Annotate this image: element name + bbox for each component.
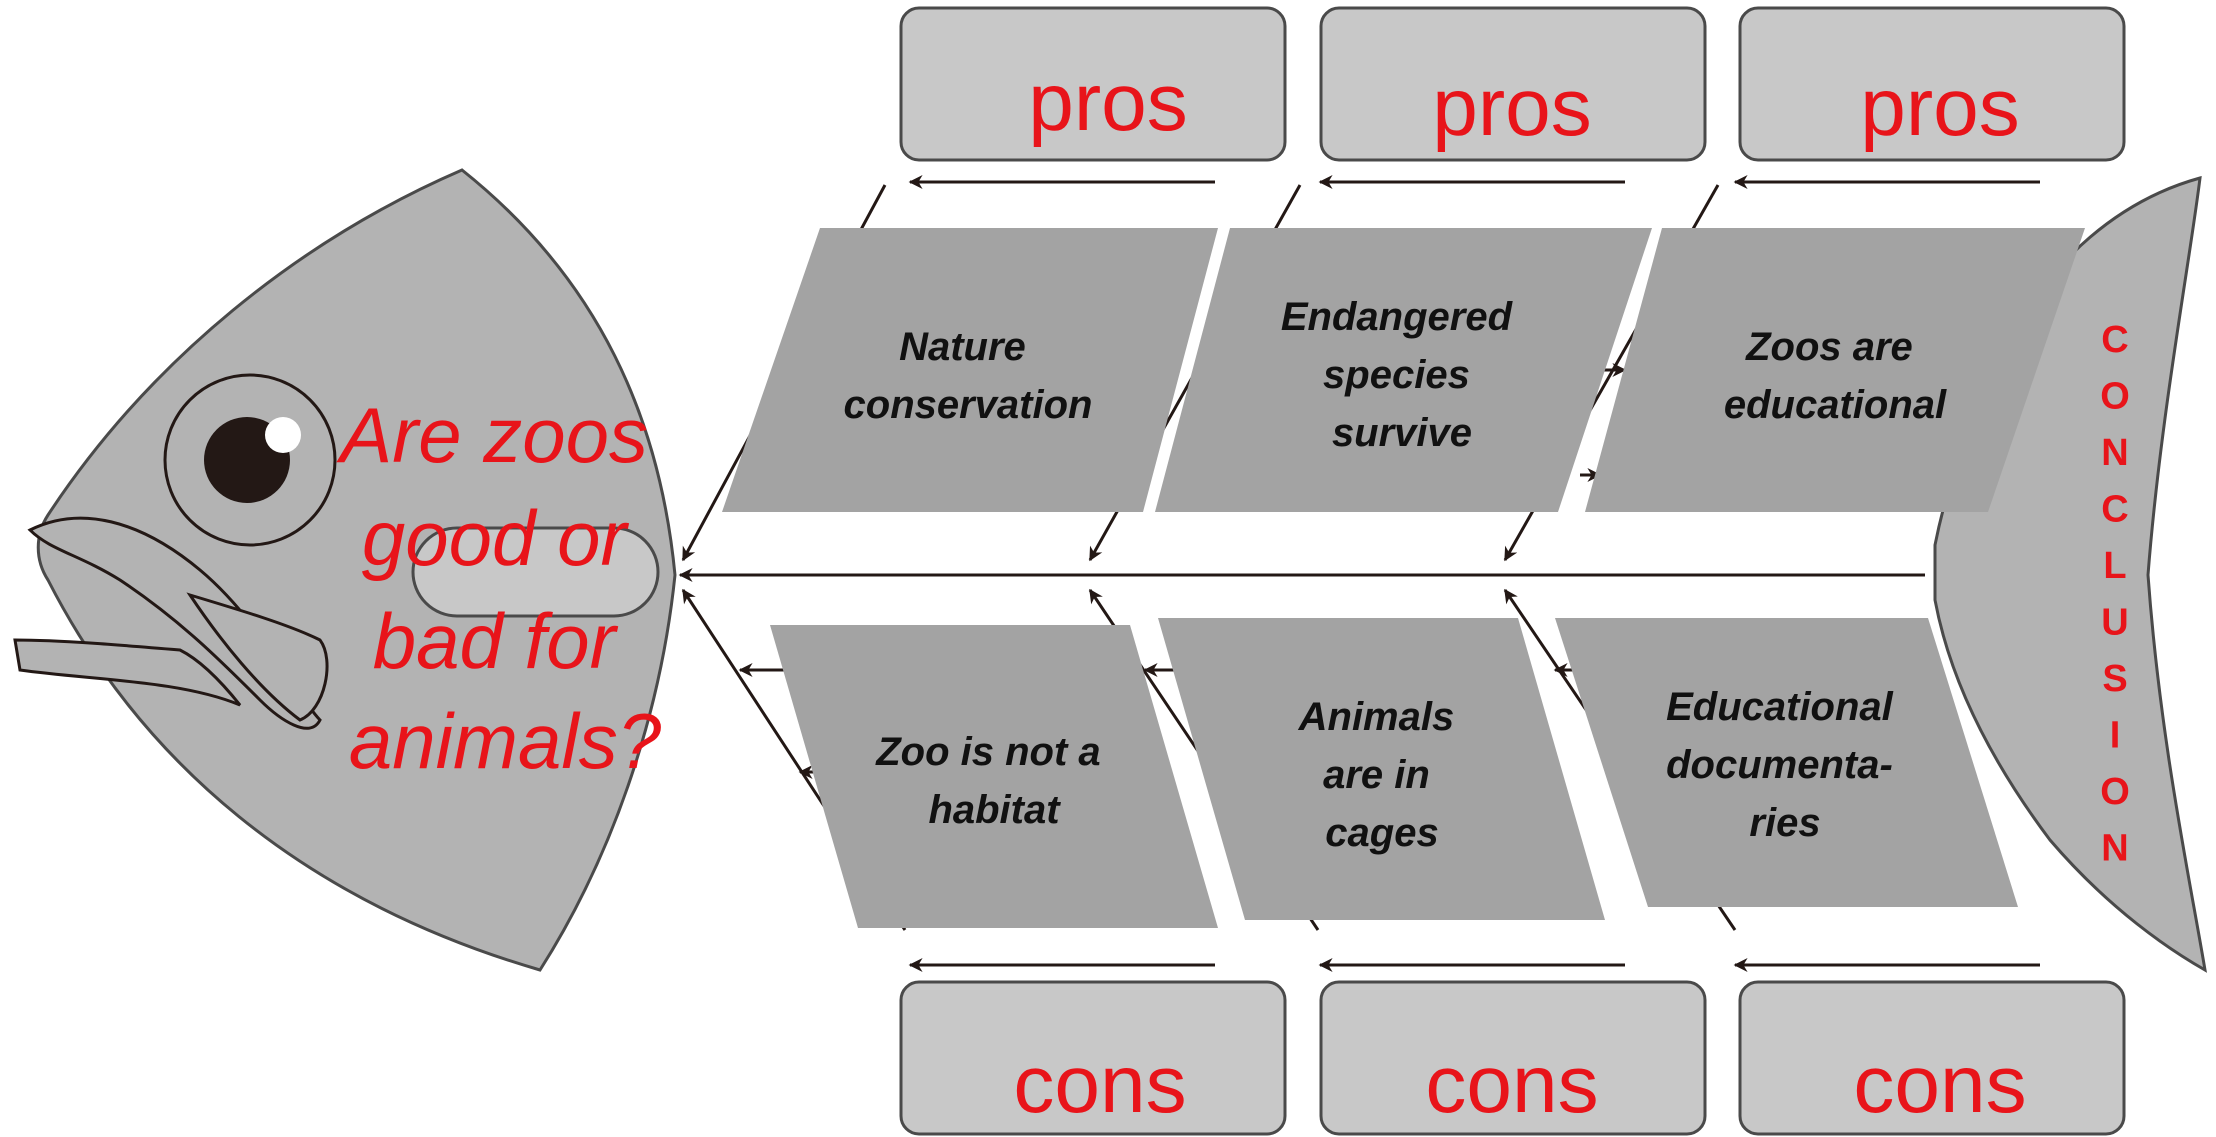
cause-line: Educational: [1666, 685, 1894, 729]
cons-label-3: cons: [1853, 1039, 2026, 1130]
tail-label-letter: I: [2110, 715, 2121, 757]
cause-line: conservation: [844, 383, 1093, 427]
tail-label-letter: L: [2103, 545, 2126, 587]
fish-eye: [163, 373, 337, 547]
cause-line: species: [1323, 353, 1470, 397]
cause-line: Zoos are: [1745, 325, 1913, 369]
tail-label-letter: O: [2100, 376, 2130, 418]
question-line: bad for: [373, 597, 619, 685]
cause-text: Zoo is not a habitat: [875, 730, 1112, 832]
cons-box-2: cons: [1319, 980, 1707, 1136]
fish-mouth: [13, 516, 329, 730]
cause-line: educational: [1724, 383, 1947, 427]
fish-head: [36, 168, 677, 972]
cause-line: Nature: [899, 325, 1026, 369]
pros-box-1: pros: [899, 6, 1287, 162]
cause-line: survive: [1332, 411, 1472, 455]
cause-text: Zoos are educational: [1724, 325, 1947, 427]
cause-text: Nature conservation: [844, 325, 1093, 427]
cause-line: habitat: [928, 788, 1061, 832]
cause-box-cons-1: Zoo is not a habitat: [770, 625, 1218, 928]
tail-label-letter: C: [2101, 489, 2128, 531]
cause-line: Endangered: [1281, 295, 1514, 339]
tail-label-letter: C: [2101, 319, 2128, 361]
cause-line: cages: [1325, 811, 1438, 855]
pros-box-3: pros: [1738, 6, 2126, 162]
cause-line: are in: [1323, 753, 1430, 797]
cons-box-3: cons: [1738, 980, 2126, 1136]
cause-box-pros-2: Endangered species survive: [1155, 228, 1652, 512]
pros-label-3: pros: [1860, 62, 2020, 153]
cause-line: Zoo is not a: [875, 730, 1100, 774]
question-line: animals?: [349, 697, 662, 785]
cause-line: documenta-: [1666, 743, 1893, 787]
cause-box-pros-3: Zoos are educational: [1585, 228, 2085, 512]
tail-label-letter: S: [2102, 658, 2127, 700]
tail-label-letter: O: [2100, 771, 2130, 813]
cause-text: Animals are in cages: [1298, 695, 1466, 855]
pros-box-2: pros: [1319, 6, 1707, 162]
cause-box-cons-3: Educational documenta- ries: [1555, 618, 2018, 907]
cause-line: ries: [1749, 801, 1820, 845]
cause-text: Endangered species survive: [1281, 295, 1523, 455]
gill-slot: [411, 526, 660, 618]
tail-label-letter: N: [2101, 828, 2128, 870]
cause-box-pros-1: Nature conservation: [722, 228, 1218, 512]
tail-label-letter: U: [2101, 602, 2128, 644]
question-line: Are zoos: [336, 391, 648, 479]
pros-label-2: pros: [1432, 62, 1592, 153]
cons-box-1: cons: [899, 980, 1287, 1136]
pros-label-1: pros: [1028, 57, 1188, 148]
cause-text: Educational documenta- ries: [1666, 685, 1904, 845]
question-text: Are zoos good or bad for animals?: [336, 391, 669, 785]
cause-line: Animals: [1298, 695, 1455, 739]
cons-label-2: cons: [1425, 1039, 1598, 1130]
tail-label-letter: N: [2101, 432, 2128, 474]
cons-label-1: cons: [1013, 1039, 1186, 1130]
cause-box-cons-2: Animals are in cages: [1158, 618, 1605, 920]
question-line: good or: [362, 494, 630, 582]
